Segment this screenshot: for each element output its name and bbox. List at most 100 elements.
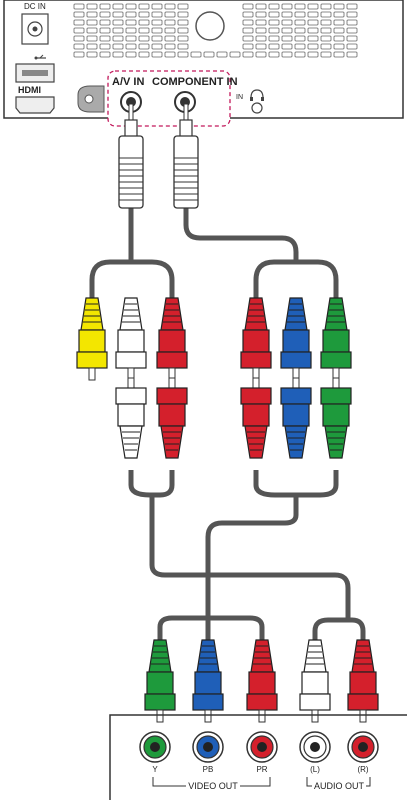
av-splitter-cable <box>89 208 175 298</box>
vent-slot <box>99 35 111 42</box>
vent-slot <box>99 27 111 34</box>
audio-out-label: AUDIO OUT <box>314 781 365 791</box>
vent-slot <box>177 11 189 18</box>
vent-slot <box>138 35 150 42</box>
vent-slot <box>229 51 241 58</box>
red-audio-plug <box>156 377 188 459</box>
vent-slot <box>138 11 150 18</box>
vent-slot <box>268 27 280 34</box>
vent-slot <box>255 43 267 50</box>
vent-slot <box>333 43 345 50</box>
device-port-label: PR <box>256 765 267 774</box>
vent-slot <box>346 19 358 26</box>
vent-slot <box>112 19 124 26</box>
video-out-label-bg <box>186 780 240 791</box>
device-port-hole <box>358 742 368 752</box>
av-in-label: A/V IN <box>112 76 144 88</box>
vent-slot <box>125 3 137 10</box>
vent-slot <box>255 27 267 34</box>
vent-slot <box>177 19 189 26</box>
vent-slot <box>320 27 332 34</box>
red-component-plug <box>240 297 272 381</box>
vent-slot <box>333 35 345 42</box>
vent-slot <box>112 51 124 58</box>
usb-port-tongue <box>22 70 48 76</box>
white-rca-plug <box>115 297 147 381</box>
vent-slot <box>73 11 85 18</box>
vent-slot <box>255 35 267 42</box>
vent-slot <box>294 3 306 10</box>
vent-slot <box>281 3 293 10</box>
device-panel-outline <box>109 714 407 800</box>
vent-slot <box>268 43 280 50</box>
vent-slot <box>164 27 176 34</box>
dc-in-pin <box>32 26 38 32</box>
vent-slot <box>164 51 176 58</box>
yellow-rca-plug <box>76 297 108 381</box>
vent-slot <box>99 11 111 18</box>
vent-slot <box>177 27 189 34</box>
highlight-box <box>107 70 231 127</box>
vent-slot <box>151 43 163 50</box>
dc-in-label: DC IN <box>24 2 46 11</box>
device-port-hole <box>150 742 160 752</box>
vent-slot <box>125 11 137 18</box>
vent-slot <box>320 51 332 58</box>
vent-slot <box>138 27 150 34</box>
component-to-device-cable <box>205 470 339 640</box>
device-port-label: Y <box>152 765 158 774</box>
pr-plug <box>246 639 278 723</box>
audio-out-cable <box>312 617 366 640</box>
green-component-plug <box>320 297 352 381</box>
blue-component-plug <box>280 297 312 381</box>
device-port-label: (R) <box>357 765 368 774</box>
vent-slot <box>294 51 306 58</box>
vent-slot <box>268 35 280 42</box>
vent-slot <box>242 43 254 50</box>
device-port-hole <box>257 742 267 752</box>
vent-slot <box>320 11 332 18</box>
vent-slot <box>125 43 137 50</box>
vent-slot <box>307 27 319 34</box>
tv-panel: DC IN HDMI A/V IN COMPONENT IN IN <box>3 0 404 127</box>
vent-slot <box>164 35 176 42</box>
vent-slot <box>112 3 124 10</box>
vent-slot <box>151 19 163 26</box>
vent-slot <box>86 43 98 50</box>
vent-slot <box>333 3 345 10</box>
vent-slot <box>255 19 267 26</box>
vent-slot <box>346 43 358 50</box>
vent-slot <box>203 51 215 58</box>
vent-slot <box>307 51 319 58</box>
vent-slot <box>281 27 293 34</box>
vent-slot <box>164 3 176 10</box>
vent-slot <box>281 19 293 26</box>
pb-plug <box>192 639 224 723</box>
vent-slot <box>99 19 111 26</box>
vent-slot <box>86 27 98 34</box>
cables <box>89 208 366 640</box>
vent-slot <box>346 35 358 42</box>
av-in-plug <box>118 103 144 209</box>
vent-slot <box>99 51 111 58</box>
vent-slot <box>125 19 137 26</box>
vent-slot <box>242 51 254 58</box>
vent-slot <box>346 11 358 18</box>
vent-slot <box>138 43 150 50</box>
vent-slot <box>268 3 280 10</box>
white-audio-plug <box>115 377 147 459</box>
vent-slot <box>151 51 163 58</box>
vent-slot <box>164 11 176 18</box>
vent-slot <box>307 19 319 26</box>
vent-slot <box>255 51 267 58</box>
device-port-label: (L) <box>310 765 320 774</box>
panel-screw-hole <box>195 11 225 41</box>
vent-slot <box>242 35 254 42</box>
in-label: IN <box>236 94 243 101</box>
vent-slot <box>164 43 176 50</box>
vent-slot <box>73 3 85 10</box>
hdmi-label: HDMI <box>18 85 41 95</box>
